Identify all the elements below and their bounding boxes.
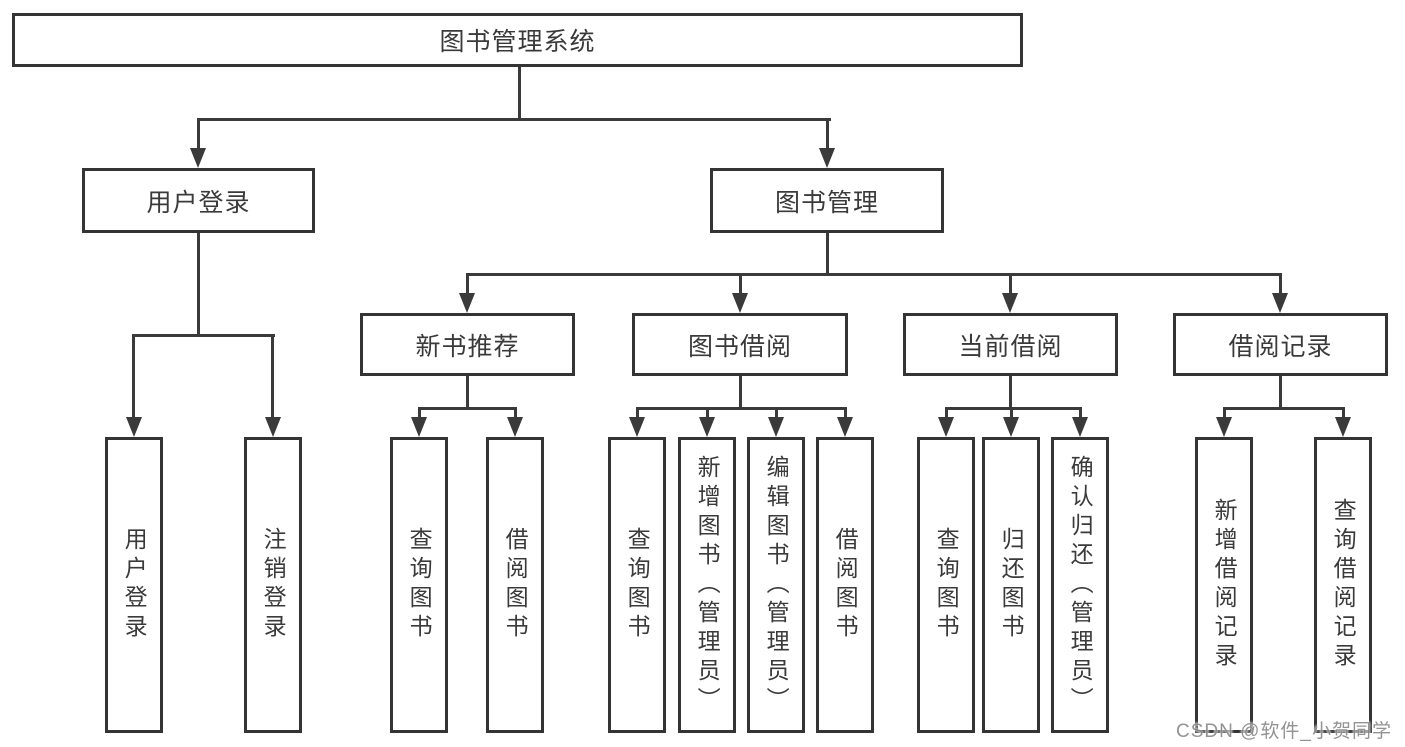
connector-stem bbox=[197, 118, 200, 150]
node-label: 查询图书 bbox=[933, 527, 960, 643]
arrow-down-icon bbox=[190, 148, 206, 168]
node-label: 借阅图书 bbox=[832, 527, 859, 643]
arrow-down-icon bbox=[265, 417, 281, 437]
node-current-borrow: 当前借阅 bbox=[903, 313, 1118, 376]
connector-stem bbox=[1279, 376, 1282, 410]
node-label: 查询图书 bbox=[406, 527, 433, 643]
leaf-current-query-book: 查询图书 bbox=[917, 437, 975, 733]
connector-stem bbox=[418, 407, 421, 419]
leaf-borrow-borrow-book: 借阅图书 bbox=[816, 437, 874, 733]
node-borrow-records: 借阅记录 bbox=[1173, 313, 1388, 376]
node-label: 用户登录 bbox=[146, 188, 251, 217]
node-user-login: 用户登录 bbox=[82, 168, 315, 233]
arrow-down-icon bbox=[507, 417, 523, 437]
arrow-down-icon bbox=[1072, 417, 1088, 437]
arrow-down-icon bbox=[411, 417, 427, 437]
node-library-management-system: 图书管理系统 bbox=[12, 13, 1023, 67]
arrow-down-icon bbox=[1002, 293, 1018, 313]
connector-leaf-branch bbox=[945, 407, 1082, 410]
node-label: 归还图书 bbox=[998, 527, 1025, 643]
node-label: 查询图书 bbox=[624, 527, 651, 643]
connector-stem bbox=[466, 376, 469, 410]
node-label: 图书管理 bbox=[774, 188, 879, 217]
leaf-borrow-query-book: 查询图书 bbox=[608, 437, 666, 733]
connector-stem bbox=[945, 407, 948, 419]
connector-stem bbox=[844, 407, 847, 419]
node-label: 注销登录 bbox=[260, 527, 287, 643]
arrow-down-icon bbox=[837, 417, 853, 437]
connector-stem bbox=[1009, 376, 1012, 410]
arrow-down-icon bbox=[1003, 417, 1019, 437]
node-book-management: 图书管理 bbox=[710, 168, 944, 233]
connector-stem bbox=[739, 376, 742, 410]
node-label: 借阅记录 bbox=[1228, 332, 1333, 361]
node-label: 新书推荐 bbox=[415, 332, 520, 361]
connector-stem bbox=[1223, 407, 1226, 419]
connector-leaf-branch bbox=[418, 407, 517, 410]
connector-stem bbox=[775, 407, 778, 419]
node-label: 用户登录 bbox=[121, 527, 148, 643]
node-label: 编辑图书（管理员） bbox=[763, 454, 790, 716]
connector-user-login-branch bbox=[132, 334, 275, 337]
node-label: 图书管理系统 bbox=[439, 28, 596, 56]
connector-stem bbox=[466, 273, 469, 295]
connector-book-mgmt-stem bbox=[826, 233, 829, 276]
node-label: 确认归还（管理员） bbox=[1067, 454, 1094, 716]
arrow-down-icon bbox=[629, 417, 645, 437]
connector-stem bbox=[826, 118, 829, 150]
connector-leaf-branch bbox=[1223, 407, 1345, 410]
connector-stem bbox=[706, 407, 709, 419]
leaf-user-login: 用户登录 bbox=[105, 437, 163, 733]
arrow-down-icon bbox=[126, 417, 142, 437]
node-label: 新增图书（管理员） bbox=[694, 454, 721, 716]
connector-stem bbox=[1342, 407, 1345, 419]
connector-stem bbox=[132, 334, 135, 417]
node-label: 查询借阅记录 bbox=[1330, 498, 1357, 672]
leaf-records-add-record: 新增借阅记录 bbox=[1195, 437, 1253, 733]
arrow-down-icon bbox=[732, 293, 748, 313]
connector-leaf-branch bbox=[636, 407, 847, 410]
connector-stem bbox=[271, 334, 274, 417]
node-label: 借阅图书 bbox=[502, 527, 529, 643]
node-label: 当前借阅 bbox=[958, 332, 1063, 361]
arrow-down-icon bbox=[459, 293, 475, 313]
leaf-borrow-edit-book-admin: 编辑图书（管理员） bbox=[747, 437, 805, 733]
connector-stem bbox=[739, 273, 742, 295]
arrow-down-icon bbox=[1272, 293, 1288, 313]
arrow-down-icon bbox=[819, 148, 835, 168]
arrow-down-icon bbox=[1216, 417, 1232, 437]
arrow-down-icon bbox=[938, 417, 954, 437]
connector-stem bbox=[1079, 407, 1082, 419]
connector-user-login-stem bbox=[197, 233, 200, 337]
leaf-logout-login: 注销登录 bbox=[244, 437, 302, 733]
connector-stem bbox=[1279, 273, 1282, 295]
leaf-borrow-add-book-admin: 新增图书（管理员） bbox=[678, 437, 736, 733]
leaf-current-confirm-return-admin: 确认归还（管理员） bbox=[1051, 437, 1109, 733]
connector-level3-branch bbox=[466, 273, 1282, 276]
connector-stem bbox=[514, 407, 517, 419]
node-new-book-recommend: 新书推荐 bbox=[360, 313, 575, 376]
arrow-down-icon bbox=[768, 417, 784, 437]
connector-stem bbox=[1010, 407, 1013, 419]
connector-stem bbox=[636, 407, 639, 419]
leaf-records-query-record: 查询借阅记录 bbox=[1314, 437, 1372, 733]
csdn-watermark: CSDN @软件_小贺同学 bbox=[1176, 721, 1392, 742]
leaf-recommend-borrow-book: 借阅图书 bbox=[486, 437, 544, 733]
leaf-recommend-query-book: 查询图书 bbox=[390, 437, 448, 733]
leaf-current-return-book: 归还图书 bbox=[982, 437, 1040, 733]
arrow-down-icon bbox=[1335, 417, 1351, 437]
node-label: 新增借阅记录 bbox=[1211, 498, 1238, 672]
connector-root-stem bbox=[518, 67, 521, 120]
arrow-down-icon bbox=[699, 417, 715, 437]
connector-level2-branch bbox=[197, 118, 831, 121]
node-book-borrow: 图书借阅 bbox=[632, 313, 848, 376]
connector-stem bbox=[1009, 273, 1012, 295]
node-label: 图书借阅 bbox=[687, 332, 792, 361]
